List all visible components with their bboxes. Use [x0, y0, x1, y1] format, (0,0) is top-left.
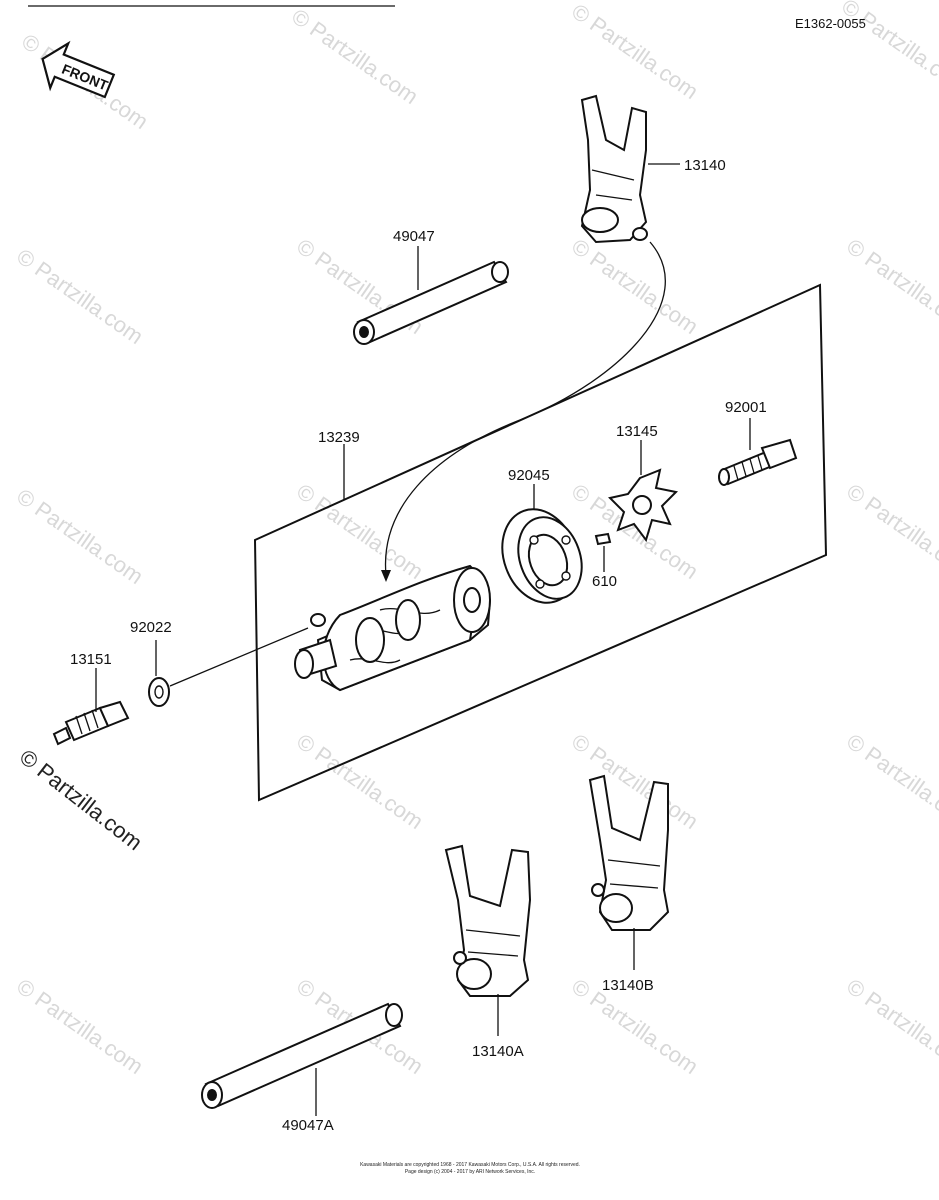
part-label-92022: 92022 — [130, 619, 172, 636]
watermark-text: © Partzilla.com — [842, 974, 939, 1080]
part-label-610: 610 — [592, 573, 617, 590]
watermark-text: © Partzilla.com — [287, 4, 423, 110]
bolt-92001 — [718, 438, 798, 486]
watermark-text: © Partzilla.com — [292, 479, 428, 585]
part-label-13239: 13239 — [318, 429, 360, 446]
watermark-text: © Partzilla.com — [12, 244, 148, 350]
watermark-text: © Partzilla.com — [567, 729, 703, 835]
footer-copyright: Kawasaki Materials are copyrighted 1968 … — [360, 1162, 580, 1168]
shift-fork-13140 — [580, 94, 648, 244]
part-label-92001: 92001 — [725, 399, 767, 416]
part-label-49047: 49047 — [393, 228, 435, 245]
arrowhead — [381, 570, 391, 582]
watermark-text: © Partzilla.com — [842, 479, 939, 585]
neutral-switch-13151 — [52, 700, 130, 746]
leader-line-13140-drum — [384, 241, 666, 576]
watermark-text: © Partzilla.com — [12, 974, 148, 1080]
part-label-49047A: 49047A — [282, 1117, 334, 1134]
leader-drum-washer — [169, 627, 309, 687]
washer-92022 — [148, 677, 170, 707]
part-label-13151: 13151 — [70, 651, 112, 668]
shift-rod-49047 — [353, 260, 509, 345]
part-label-13140A: 13140A — [472, 1043, 524, 1060]
shift-rod-49047A — [201, 1002, 403, 1109]
watermark-text: © Partzilla.com — [842, 729, 939, 835]
footer-page-design: Page design (c) 2004 - 2017 by ARI Netwo… — [405, 1169, 535, 1175]
watermark-text: © Partzilla.com — [567, 0, 703, 104]
shift-fork-13140B — [588, 774, 670, 931]
assembly-panel — [253, 283, 828, 802]
part-label-13140: 13140 — [684, 157, 726, 174]
diagram-code: E1362-0055 — [795, 16, 866, 31]
part-label-13145: 13145 — [616, 423, 658, 440]
shift-fork-13140A — [444, 844, 532, 997]
watermark-text: © Partzilla.com — [292, 729, 428, 835]
watermark-text: © Partzilla.com — [837, 0, 939, 99]
shift-drum-13239 — [294, 564, 492, 692]
bearing-92045 — [501, 508, 583, 604]
watermark-text: © Partzilla.com — [567, 234, 703, 340]
shift-drum-pin-plate-13145 — [608, 468, 679, 543]
pin-610 — [594, 532, 612, 546]
watermark-text: © Partzilla.com — [842, 234, 939, 340]
part-label-92045: 92045 — [508, 467, 550, 484]
part-label-13140B: 13140B — [602, 977, 654, 994]
watermark-text: © Partzilla.com — [15, 744, 147, 855]
watermark-text: © Partzilla.com — [12, 484, 148, 590]
